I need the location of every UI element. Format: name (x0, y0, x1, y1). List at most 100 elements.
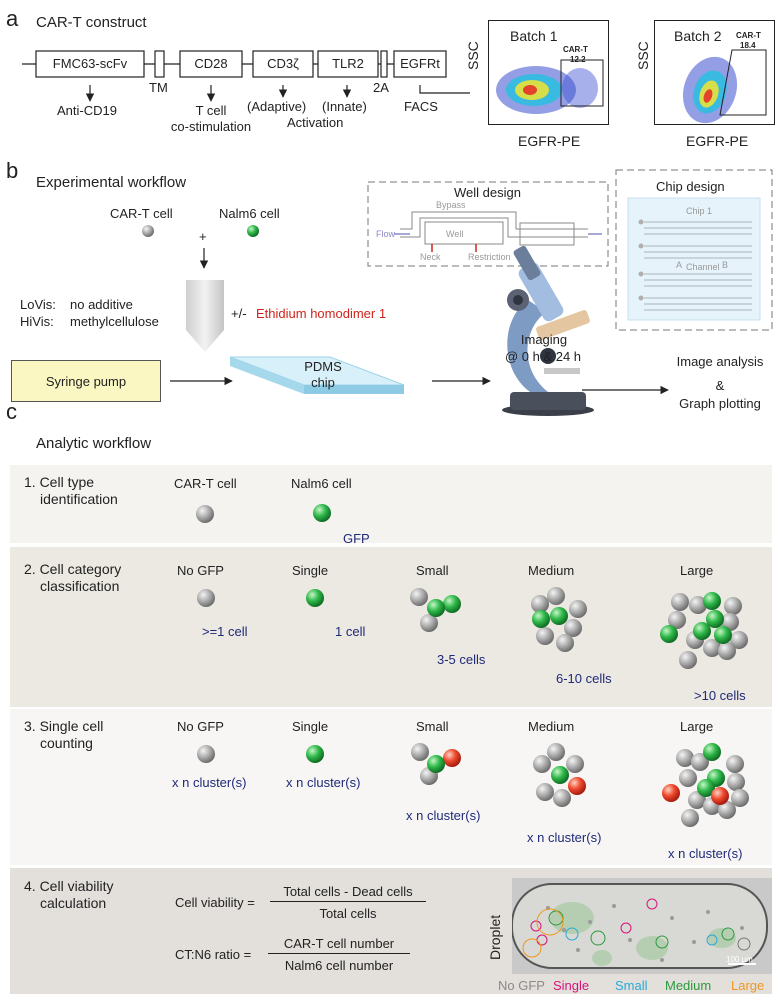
segment-label: TLR2 (332, 56, 364, 71)
analysis-label: Image analysis (676, 354, 764, 369)
innate-label: (Innate) (322, 99, 367, 114)
segment-tm (154, 50, 165, 78)
row1-subtitle: identification (40, 491, 118, 507)
ratio-lhs: CT:N6 ratio = (175, 947, 252, 962)
bypass-label: Bypass (436, 200, 466, 210)
medium-cluster-counting (533, 743, 586, 807)
viability-numerator: Total cells - Dead cells (283, 884, 413, 899)
segment-cd28 (179, 50, 243, 78)
construct-title: CAR-T construct (36, 14, 147, 31)
well-label: Well (446, 229, 464, 239)
adaptive-label: (Adaptive) (247, 99, 307, 114)
row4-subtitle: calculation (40, 895, 107, 911)
cart-cell-icon (142, 225, 154, 237)
category-header: Medium (528, 563, 575, 578)
segment-label: EGFRt (400, 56, 440, 71)
facs-label: FACS (404, 99, 438, 114)
legend-single: Single (553, 978, 590, 993)
ratio-fraction-bar (268, 953, 410, 954)
neck-label: Neck (420, 252, 441, 262)
gfp-label: GFP (343, 531, 370, 546)
category-header: No GFP (177, 563, 224, 578)
category-header: Single (292, 563, 329, 578)
viability-denominator: Total cells (319, 906, 377, 921)
analytic-title: Analytic workflow (36, 435, 152, 452)
workflow-graphics (142, 169, 773, 416)
nalm6-cell-icon (247, 225, 259, 237)
medium-cluster (531, 587, 587, 652)
gray-cell (196, 505, 214, 523)
lovis-value: no additive (70, 297, 133, 312)
scatter-cloud (682, 56, 738, 124)
row3-band (10, 709, 772, 865)
category-count: 3-5 cells (437, 652, 486, 667)
category-count: >=1 cell (202, 624, 248, 639)
lovis-key: LoVis: (20, 297, 56, 312)
facs-plot-batch2 (654, 20, 775, 125)
row2-band (10, 547, 772, 707)
row1-band (10, 465, 772, 543)
legend-large: Large (731, 978, 765, 993)
green-cell (306, 589, 324, 607)
plot-title: Batch 1 (510, 28, 558, 44)
count-header: Large (680, 719, 714, 734)
segment-2a (380, 50, 388, 78)
tube-icon (186, 280, 224, 352)
category-header: Large (680, 563, 714, 578)
cart-cell-label: CAR-T cell (110, 206, 173, 221)
count-header: Single (292, 719, 329, 734)
row2-subtitle: classification (40, 578, 120, 594)
hivis-key: HiVis: (20, 314, 54, 329)
pdms-label: PDMS (304, 359, 342, 374)
panel-c-label: c (6, 399, 17, 424)
workflow-title: Experimental workflow (36, 174, 187, 191)
chip-channels (644, 221, 752, 311)
ratio-denominator: Nalm6 cell number (284, 958, 394, 973)
imaging-label: Imaging (520, 332, 568, 347)
gate-value: 18.4 (740, 41, 756, 50)
chip-design-box (615, 169, 773, 331)
nalm6-cell-label: Nalm6 cell (219, 206, 280, 221)
ethidium-prefix: +/- (231, 306, 247, 321)
small-cluster (410, 588, 461, 632)
syringe-pump-box: Syringe pump (11, 360, 161, 402)
viability-fraction-bar (270, 901, 426, 902)
gate-value: 12.2 (570, 55, 586, 64)
count-header: Medium (528, 719, 575, 734)
microscope-icon (502, 245, 594, 416)
plot-title: Batch 2 (674, 28, 722, 44)
plus-sign: + (199, 229, 207, 244)
cluster-label: x n cluster(s) (172, 775, 247, 790)
gray-cell (197, 589, 215, 607)
legend-medium: Medium (665, 978, 712, 993)
cell-diagrams (196, 504, 749, 827)
scale-bar-label: 100 µm (726, 955, 753, 964)
legend-nogfp: No GFP (498, 978, 545, 993)
segment-egfrt (393, 50, 447, 78)
small-cluster-counting (411, 743, 461, 785)
well-design-title: Well design (454, 185, 521, 200)
row3-title: 3. Single cell (24, 718, 104, 734)
legend-small: Small (615, 978, 648, 993)
large-cluster (660, 592, 748, 669)
large-cluster-counting (662, 743, 749, 827)
chip-a-label: A (676, 260, 683, 270)
chip-design-title: Chip design (656, 179, 725, 194)
tcell-label: T cell (195, 103, 227, 118)
category-header: Small (416, 563, 449, 578)
egfr-axis-label: EGFR-PE (518, 133, 581, 149)
row3-subtitle: counting (40, 735, 93, 751)
segment-tlr2 (317, 50, 379, 78)
channel-label: Channel (686, 262, 720, 272)
count-header: No GFP (177, 719, 224, 734)
cluster-label: x n cluster(s) (527, 830, 602, 845)
category-count: 1 cell (335, 624, 366, 639)
category-count: 6-10 cells (556, 671, 612, 686)
restriction-label: Restriction (468, 252, 511, 262)
flow-label: Flow (376, 229, 396, 239)
analysis-amp: & (715, 378, 725, 393)
category-count: >10 cells (694, 688, 746, 703)
panel-b-label: b (6, 158, 19, 183)
well-design-box (367, 181, 609, 267)
droplet-image (512, 878, 772, 974)
